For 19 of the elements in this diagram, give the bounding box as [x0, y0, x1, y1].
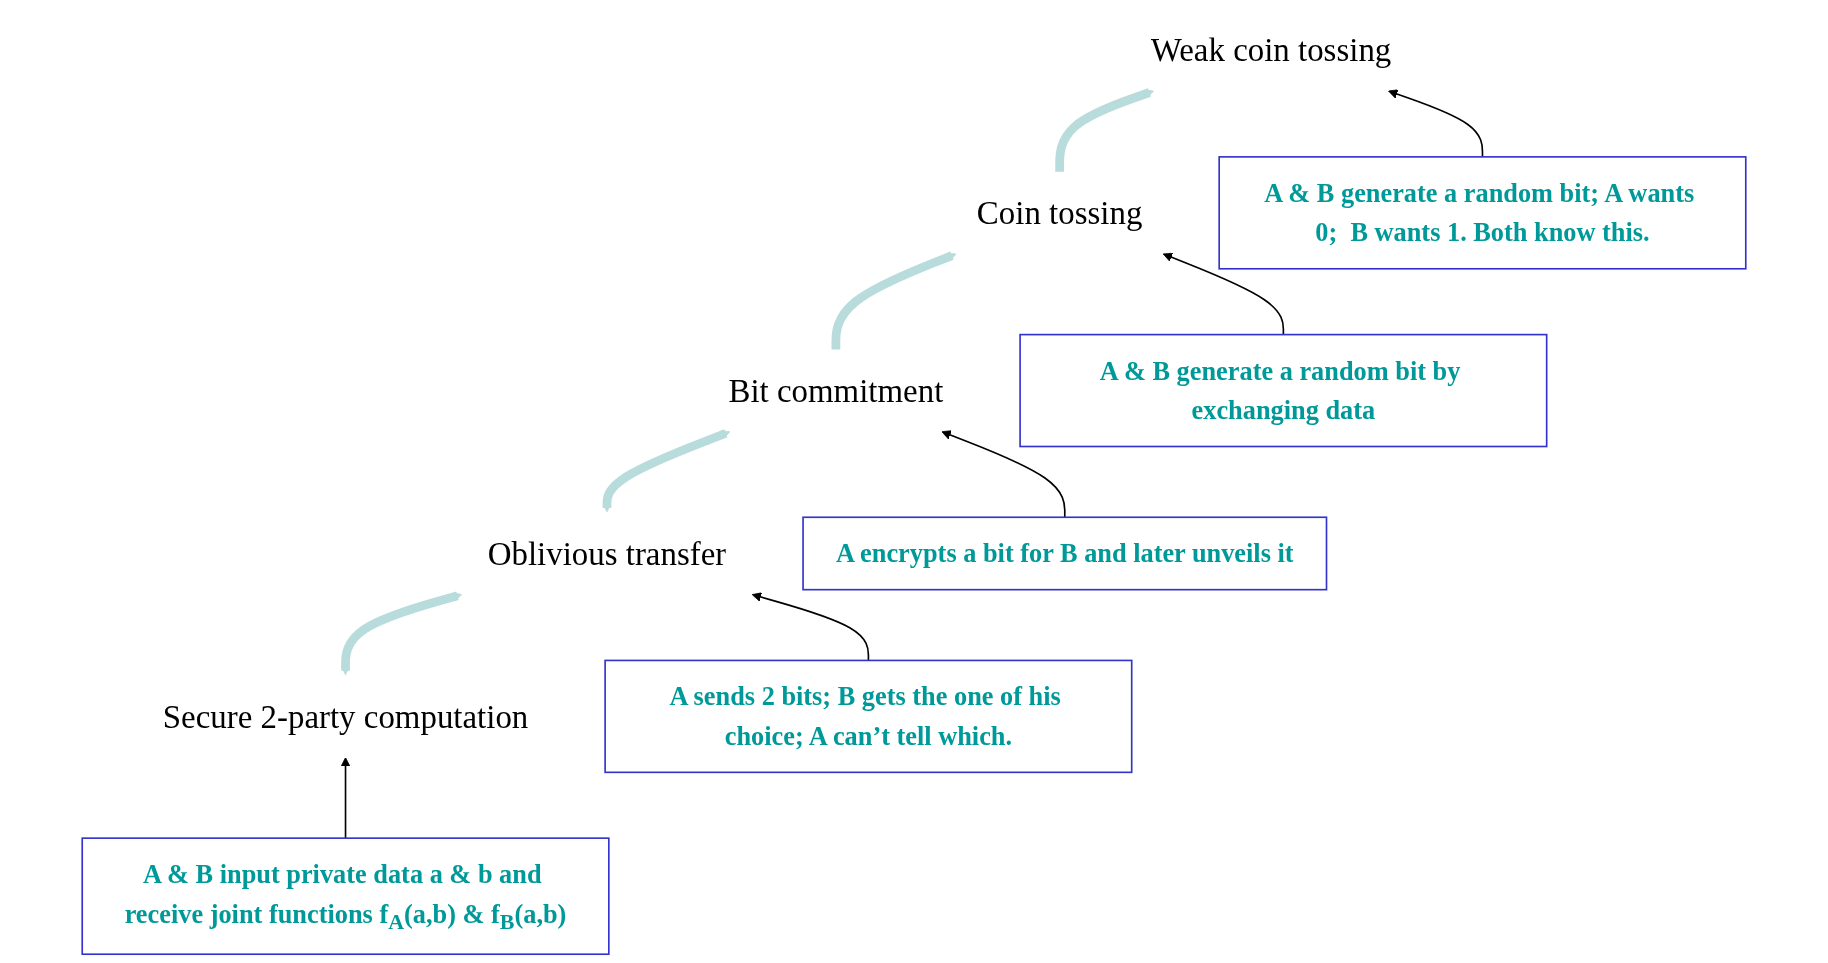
node-box: A & B generate a random bit by exchanging data [1019, 333, 1548, 448]
node-box: A & B input private data a & b and receive joint functions f$_{A}$(a,b) & f$_{B}$(a,b) [81, 837, 610, 956]
node-box: A encrypts a bit for B and later unveils it [802, 516, 1328, 591]
arrow [340, 591, 463, 676]
node-box: A sends 2 bits; B gets the one of his choice; A can’t tell which. [604, 659, 1133, 774]
node-text: Weak coin tossing [1150, 31, 1392, 69]
arrow [831, 251, 957, 350]
arrow [751, 592, 870, 662]
node-text: Oblivious transfer [487, 535, 727, 572]
node-box: A & B generate a random bit; A wants 0; B wants 1. Both know this. [1218, 156, 1747, 270]
arrow [340, 757, 351, 839]
arrow [1162, 252, 1285, 336]
arrow [1055, 88, 1155, 172]
node-text: Coin tossing [976, 194, 1143, 231]
node-text: Bit commitment [728, 372, 944, 409]
arrow [1388, 89, 1484, 158]
node-text: Secure 2-party computation [162, 698, 529, 735]
arrow [941, 430, 1066, 519]
arrow [602, 429, 731, 513]
